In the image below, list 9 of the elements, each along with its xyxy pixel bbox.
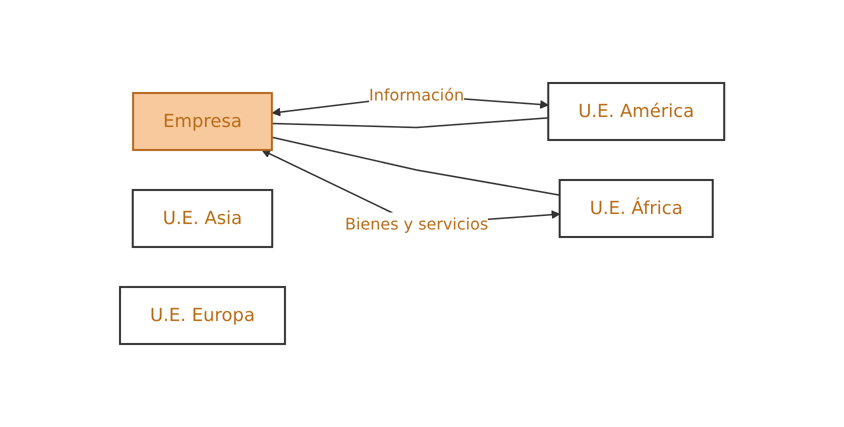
node-box: U.E. América — [547, 82, 726, 141]
node-box: U.E. Asia — [132, 189, 274, 248]
node-box: U.E. África — [558, 179, 714, 238]
connector — [272, 136, 560, 196]
node-box: U.E. Europa — [118, 286, 286, 345]
connector — [272, 117, 548, 128]
edge-label: Información — [368, 86, 464, 104]
edge-label: Bienes y servicios — [344, 214, 488, 234]
node-box: Empresa — [132, 92, 273, 151]
